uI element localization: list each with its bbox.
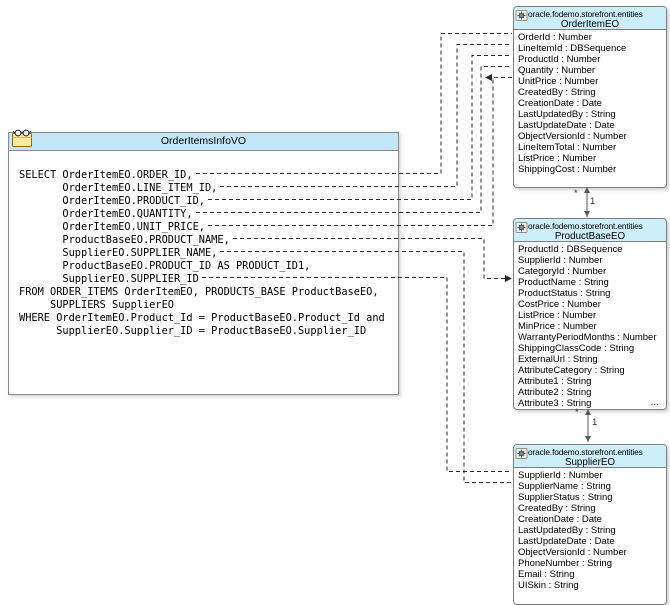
entity-attribute: ProductId : Number — [518, 54, 601, 65]
entity-attribute: LastUpdateDate : Date — [518, 536, 615, 547]
sql-line: ProductBaseEO.PRODUCT_ID AS PRODUCT_ID1, — [19, 260, 311, 272]
entity-attribute: ShippingClassCode : String — [518, 343, 635, 354]
entity-object-icon — [515, 446, 528, 459]
view-object-orderitemsinfovo[interactable]: OrderItemsInfoVO SELECT OrderItemEO.ORDE… — [8, 129, 399, 395]
multiplicity-one-label: 1 — [592, 417, 598, 428]
entity-attribute: SupplierId : Number — [518, 470, 603, 481]
entity-attribute: Quantity : Number — [518, 65, 596, 76]
entity-attribute: SupplierId : Number — [518, 255, 603, 266]
entity-attribute: LineItemTotal : Number — [518, 142, 617, 153]
entity-attribute: Email : String — [518, 569, 575, 580]
entity-attribute: ProductName : String — [518, 277, 609, 288]
view-object-title: OrderItemsInfoVO — [160, 135, 247, 147]
entity-attribute: ExternalUrl : String — [518, 354, 598, 365]
entity-object-icon — [515, 220, 528, 233]
entity-attribute: ListPrice : Number — [518, 310, 597, 321]
multiplicity-many-label: * — [574, 188, 578, 199]
entity-suppliereo[interactable]: oracle.fodemo.storefront.entities Suppli… — [513, 444, 667, 605]
sql-line: ProductBaseEO.PRODUCT_NAME, — [19, 234, 230, 246]
entity-package: oracle.fodemo.storefront.entities — [528, 8, 643, 19]
arrowhead-left-icon — [485, 74, 492, 81]
sql-line: OrderItemEO.QUANTITY, — [19, 208, 193, 220]
entity-attribute: ListPrice : Number — [518, 153, 597, 164]
entity-attribute: CostPrice : Number — [518, 299, 601, 310]
entity-attribute: UnitPrice : Number — [518, 76, 599, 87]
entity-attribute: AttributeCategory : String — [518, 365, 625, 376]
entity-attribute: LastUpdatedBy : String — [518, 525, 616, 536]
sql-line: SUPPLIERS SupplierEO — [19, 299, 174, 311]
entity-header: oracle.fodemo.storefront.entities Suppli… — [514, 445, 666, 468]
entity-attribute: Attribute2 : String — [518, 387, 592, 398]
entity-header: oracle.fodemo.storefront.entities OrderI… — [514, 7, 666, 30]
sql-line: OrderItemEO.LINE_ITEM_ID, — [19, 182, 218, 194]
entity-orderitemeo[interactable]: oracle.fodemo.storefront.entities OrderI… — [513, 6, 667, 188]
arrowhead-right-icon — [505, 275, 512, 282]
entity-name: OrderItemEO — [560, 19, 620, 30]
sql-line: WHERE OrderItemEO.Product_Id = ProductBa… — [19, 312, 385, 324]
sql-line: SupplierEO.SUPPLIER_NAME, — [19, 247, 218, 259]
entity-attribute: CreationDate : Date — [518, 98, 602, 109]
entity-attribute: MinPrice : Number — [518, 321, 597, 332]
entity-attribute: SupplierName : String — [518, 481, 611, 492]
entity-attribute: LastUpdateDate : Date — [518, 120, 615, 131]
entity-name: ProductBaseEO — [554, 231, 626, 242]
entity-attribute: WarrantyPeriodMonths : Number — [518, 332, 657, 343]
multiplicity-many-label: * — [575, 407, 579, 418]
entity-attribute: CreatedBy : String — [518, 87, 596, 98]
entity-attribute: OrderId : Number — [518, 32, 592, 43]
entity-attribute: SupplierStatus : String — [518, 492, 613, 503]
entity-productbaseeo[interactable]: oracle.fodemo.storefront.entities Produc… — [513, 218, 667, 410]
entity-object-icon — [515, 8, 528, 21]
sql-line: FROM ORDER_ITEMS OrderItemEO, PRODUCTS_B… — [19, 286, 379, 298]
entity-attribute: ProductStatus : String — [518, 288, 611, 299]
entity-package: oracle.fodemo.storefront.entities — [528, 220, 643, 231]
view-object-titlebar: OrderItemsInfoVO — [9, 133, 398, 151]
entity-attribute: ProductId : DBSequence — [518, 244, 623, 255]
sql-line: SELECT OrderItemEO.ORDER_ID, — [19, 169, 193, 181]
view-object-glasses-icon — [11, 128, 33, 148]
arrowhead-down-icon — [585, 436, 591, 442]
entity-attribute: UISkin : String — [518, 580, 579, 591]
sql-query: SELECT OrderItemEO.ORDER_ID, OrderItemEO… — [19, 169, 398, 338]
entity-attribute: CategoryId : Number — [518, 266, 607, 277]
entity-attribute: Attribute3 : String — [518, 398, 592, 409]
entity-attribute: LineItemId : DBSequence — [518, 43, 627, 54]
entity-attribute: ObjectVersionId : Number — [518, 131, 627, 142]
sql-line: OrderItemEO.UNIT_PRICE, — [19, 221, 205, 233]
entity-name: SupplierEO — [564, 457, 616, 468]
entity-package: oracle.fodemo.storefront.entities — [528, 446, 643, 457]
entity-header: oracle.fodemo.storefront.entities Produc… — [514, 219, 666, 242]
entity-attribute: Attribute1 : String — [518, 376, 592, 387]
entity-attribute: CreatedBy : String — [518, 503, 596, 514]
multiplicity-one-label: 1 — [590, 196, 596, 207]
sql-line: SupplierEO.SUPPLIER_ID — [19, 273, 199, 285]
entity-attribute: LastUpdatedBy : String — [518, 109, 616, 120]
entity-attribute: CreationDate : Date — [518, 514, 602, 525]
more-attributes-indicator[interactable]: ... — [650, 397, 659, 408]
sql-line: SupplierEO.Supplier_ID = ProductBaseEO.S… — [19, 325, 367, 337]
entity-attribute: ObjectVersionId : Number — [518, 547, 627, 558]
entity-attribute: ShippingCost : Number — [518, 164, 617, 175]
sql-line: OrderItemEO.PRODUCT_ID, — [19, 195, 205, 207]
arrowhead-down-icon — [584, 211, 590, 217]
entity-attribute: PhoneNumber : String — [518, 558, 612, 569]
